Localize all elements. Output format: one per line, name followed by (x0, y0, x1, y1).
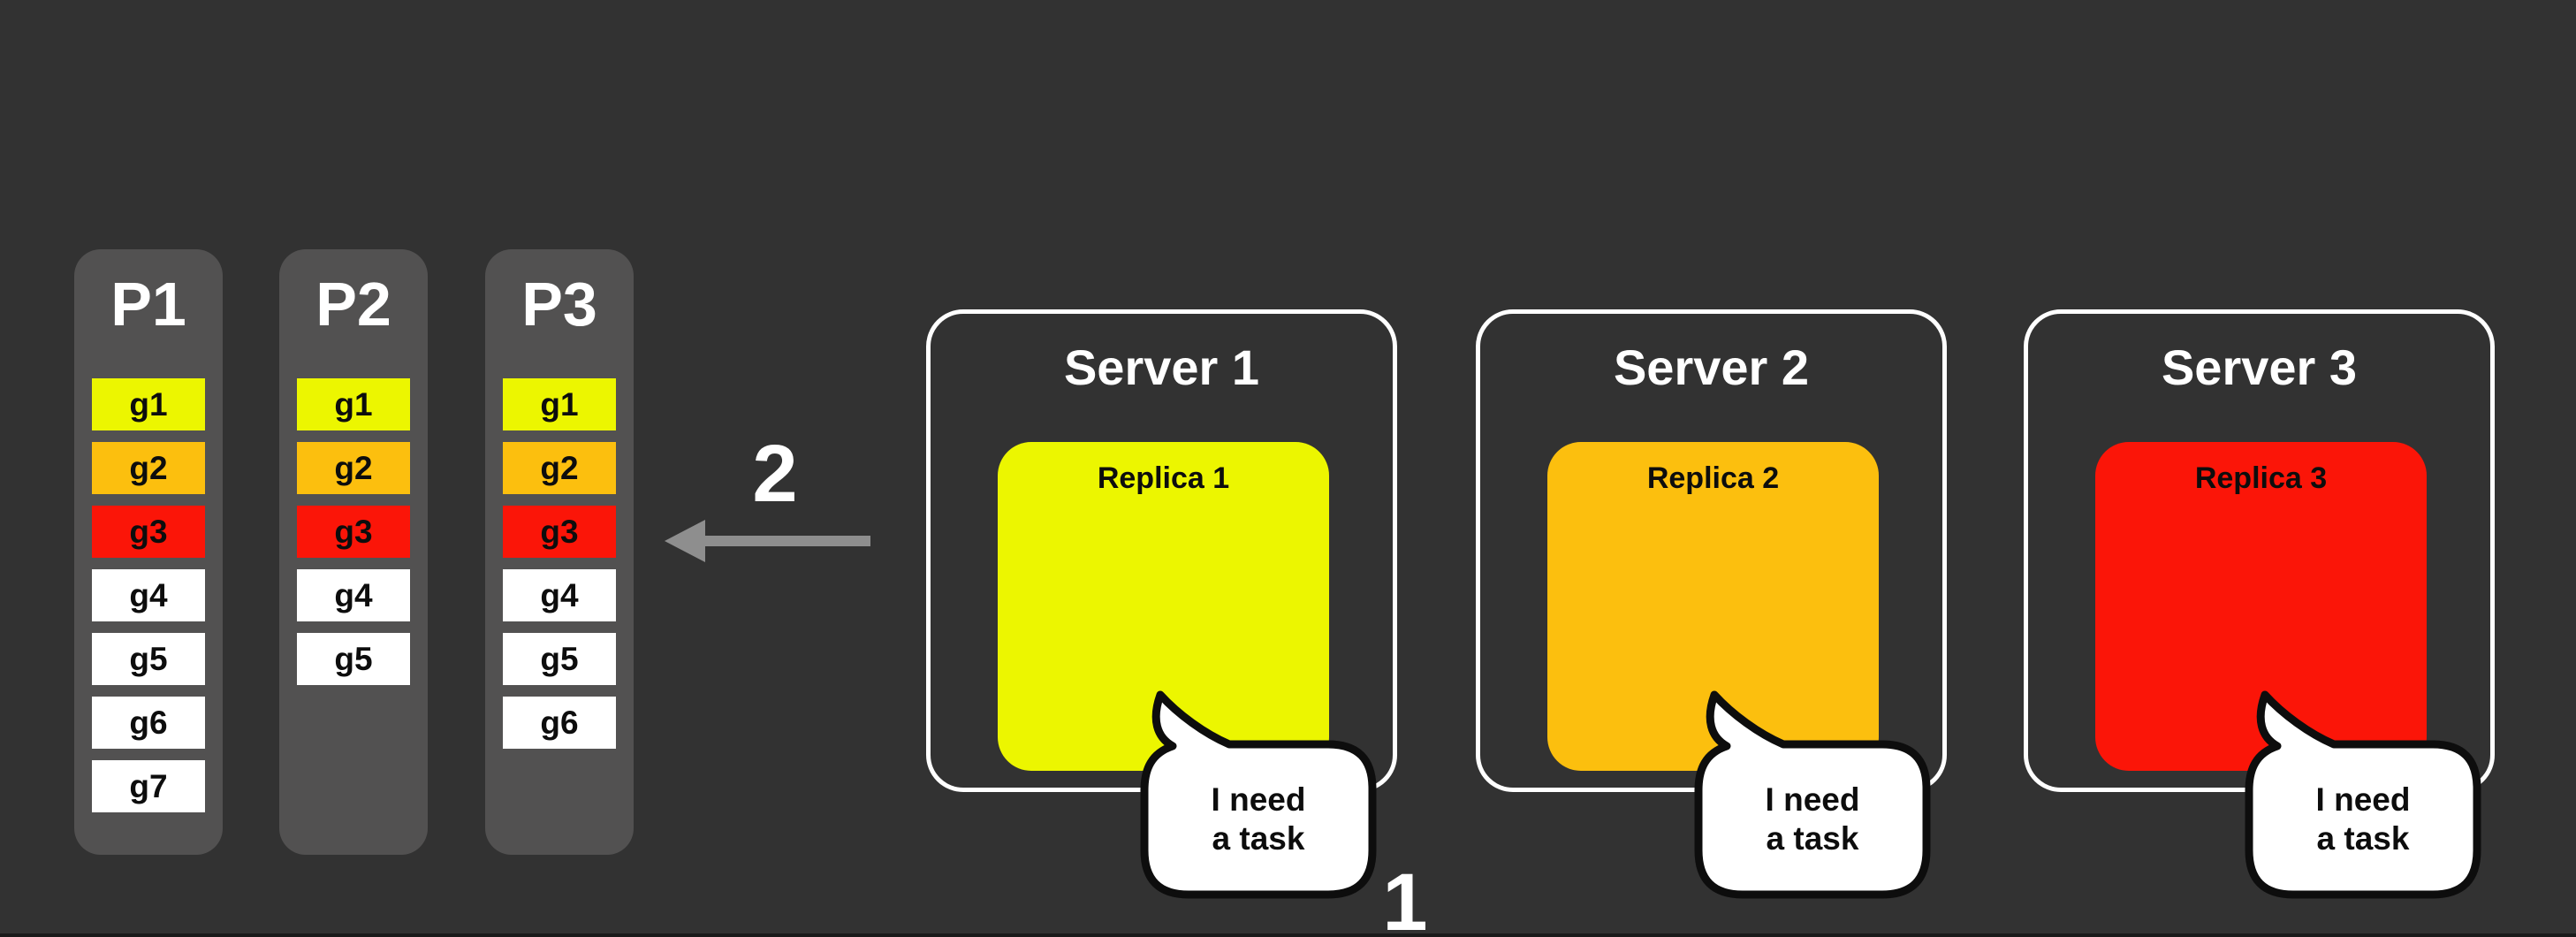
task-cell: g2 (92, 442, 205, 494)
task-cell: g5 (297, 633, 410, 685)
task-cell: g2 (503, 442, 616, 494)
arrow-left-icon (665, 520, 870, 562)
task-cell: g3 (92, 506, 205, 558)
task-cell: g4 (297, 569, 410, 621)
server-title: Server 2 (1613, 339, 1810, 395)
task-cell: g1 (92, 378, 205, 430)
task-cell: g3 (503, 506, 616, 558)
step-1-label: 1 (1382, 857, 1428, 937)
step-2-label: 2 (752, 429, 798, 519)
task-cell: g6 (503, 697, 616, 749)
task-cell: g3 (297, 506, 410, 558)
speech-bubble-icon (1694, 690, 1931, 899)
partition-cell-list: g1 g2 g3 g4 g5 g6 g7 (92, 378, 205, 812)
bubble-text: I need a task (2315, 781, 2411, 857)
task-cell: g7 (92, 760, 205, 812)
partition-p2: P2 g1 g2 g3 g4 g5 (279, 249, 428, 855)
bubble-text: I need a task (1765, 781, 1860, 857)
task-cell: g2 (297, 442, 410, 494)
partition-cell-list: g1 g2 g3 g4 g5 g6 (503, 378, 616, 749)
partition-title: P3 (521, 270, 597, 339)
partition-p3: P3 g1 g2 g3 g4 g5 g6 (485, 249, 634, 855)
replica-label: Replica 2 (1646, 461, 1780, 495)
replica-label: Replica 3 (2194, 461, 2328, 495)
partition-title: P2 (315, 270, 391, 339)
partition-title: P1 (110, 270, 186, 339)
task-cell: g5 (503, 633, 616, 685)
bottom-edge-strip (0, 933, 2576, 937)
partition-cell-list: g1 g2 g3 g4 g5 (297, 378, 410, 685)
server-title: Server 3 (2161, 339, 2358, 395)
task-cell: g4 (503, 569, 616, 621)
task-cell: g6 (92, 697, 205, 749)
server-title: Server 1 (1063, 339, 1260, 395)
replica-label: Replica 1 (1097, 461, 1230, 495)
task-cell: g1 (297, 378, 410, 430)
bubble-text: I need a task (1211, 781, 1306, 857)
task-cell: g4 (92, 569, 205, 621)
task-cell: g1 (503, 378, 616, 430)
partition-p1: P1 g1 g2 g3 g4 g5 g6 g7 (74, 249, 223, 855)
task-cell: g5 (92, 633, 205, 685)
speech-bubble-icon (2245, 690, 2481, 899)
speech-bubble-icon (1140, 690, 1377, 899)
